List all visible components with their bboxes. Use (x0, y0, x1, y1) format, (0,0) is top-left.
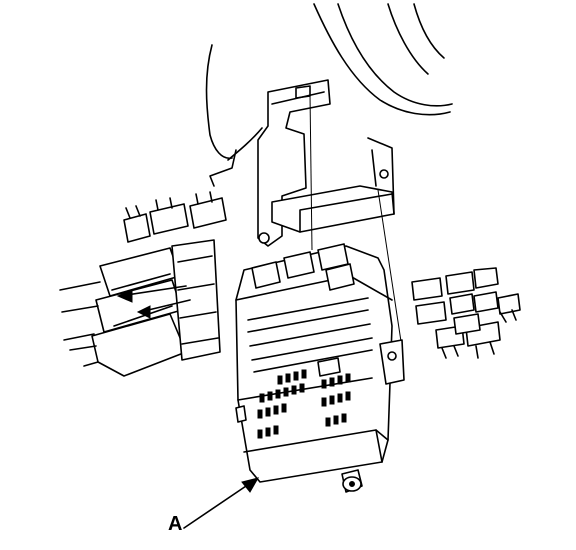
callout-label-a: A (168, 513, 183, 535)
mounting-bracket (257, 79, 403, 349)
wire-harness-connectors (59, 239, 221, 377)
loose-connectors-right (411, 267, 521, 359)
mounting-bolt (341, 469, 363, 493)
loose-connectors-top (123, 191, 227, 243)
callout-leader-arrow (183, 477, 260, 529)
fuse-relay-box (235, 243, 405, 483)
steering-column-outline (205, 3, 453, 187)
